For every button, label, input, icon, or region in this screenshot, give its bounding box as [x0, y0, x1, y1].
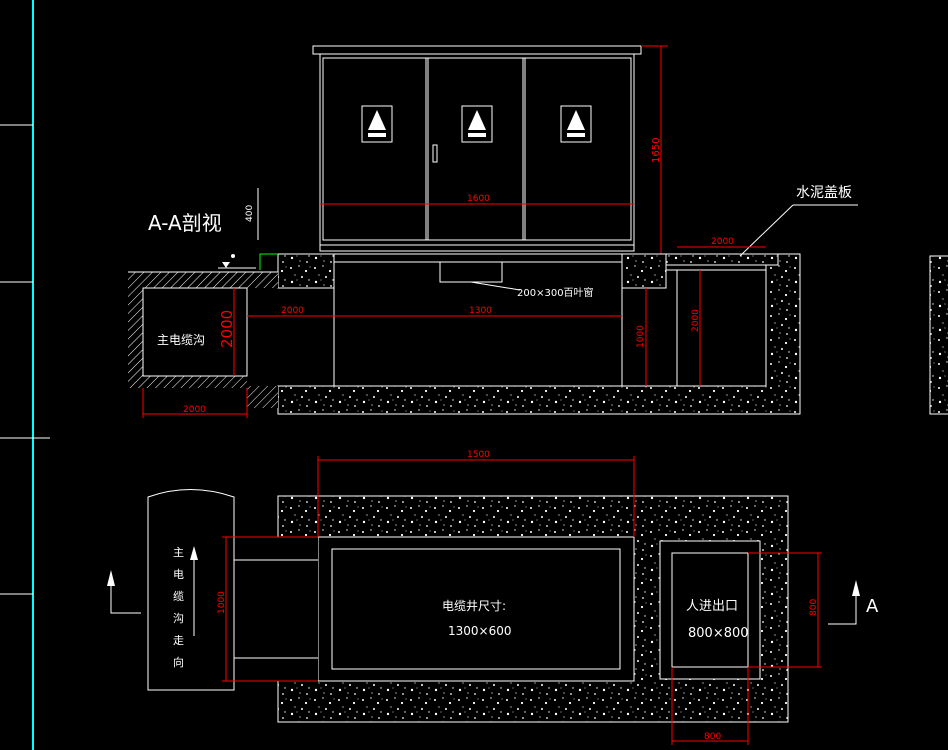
trench-direction: 主 电 缆 沟 走 向 — [147, 489, 235, 691]
dimension-1650: 1650 — [641, 45, 668, 254]
dimension-800-bottom: 800 — [671, 667, 749, 745]
trench-direction-char-1: 主 — [173, 546, 184, 559]
dimension-400: 400 — [245, 188, 259, 240]
well-size: 1300×600 — [448, 624, 512, 638]
section-title: A-A剖视 — [148, 211, 222, 235]
section-marker-left — [107, 570, 141, 614]
dimension-2000-cover: 2000 — [677, 237, 766, 248]
dim-1600-text: 1600 — [467, 194, 490, 204]
dim-2000-right-text: 2000 — [691, 309, 701, 332]
dim-1000-plan-text: 1000 — [217, 591, 227, 614]
warning-sign-2 — [461, 105, 493, 143]
dim-2000-bottom-text: 2000 — [183, 405, 206, 415]
warning-sign-3 — [560, 105, 592, 143]
warning-sign-1 — [361, 105, 393, 143]
dim-2000-cover-text: 2000 — [711, 237, 734, 247]
dimension-2000-bottom: 2000 — [142, 388, 248, 418]
dim-1300-text: 1300 — [469, 306, 492, 316]
section-marker-label: A — [866, 596, 879, 617]
ground-marker — [218, 253, 278, 270]
dim-400-text: 400 — [245, 205, 255, 222]
dim-1650-text: 1650 — [651, 138, 662, 163]
trench-direction-char-5: 走 — [173, 634, 184, 647]
cover-label-group: 水泥盖板 — [739, 185, 858, 257]
adjacent-partial-object — [929, 255, 948, 415]
dim-800-bottom-text: 800 — [704, 732, 721, 742]
trench-direction-char-6: 向 — [173, 655, 184, 669]
dim-2000-left-text: 2000 — [281, 306, 304, 316]
dimension-1000: 1000 — [636, 288, 647, 386]
trench-label: 主电缆沟 — [157, 333, 205, 347]
well-title: 电缆井尺寸: — [442, 599, 506, 613]
dimension-1000-plan: 1000 — [217, 536, 318, 682]
plan-foundation — [234, 495, 789, 723]
box-transformer — [312, 45, 642, 252]
dim-1500-text: 1500 — [467, 450, 490, 460]
manhole-size: 800×800 — [688, 626, 749, 641]
dimension-2000-right: 2000 — [691, 270, 701, 386]
dimension-1600: 1600 — [320, 194, 634, 205]
drawing-frame — [0, 0, 50, 750]
louver: 200×300百叶窗 — [439, 261, 594, 299]
main-cable-trench: 主电缆沟 2000 — [128, 271, 278, 408]
dim-1000-text: 1000 — [636, 325, 646, 348]
manhole-title: 人进出口 — [686, 599, 738, 614]
trench-height-text: 2000 — [218, 310, 236, 348]
cover-label: 水泥盖板 — [796, 185, 852, 201]
dimension-1500: 1500 — [317, 450, 635, 537]
louver-label: 200×300百叶窗 — [517, 286, 594, 299]
trench-direction-char-2: 电 — [173, 568, 184, 581]
foundation-section — [277, 253, 801, 415]
trench-direction-char-4: 沟 — [173, 612, 184, 625]
dimension-2000-left: 2000 — [247, 306, 334, 317]
dimension-1300: 1300 — [334, 306, 622, 317]
dim-800-right-text: 800 — [809, 599, 819, 616]
dimension-800-right: 800 — [748, 552, 822, 668]
trench-direction-char-3: 缆 — [173, 590, 184, 603]
section-marker-right: A — [828, 580, 879, 625]
